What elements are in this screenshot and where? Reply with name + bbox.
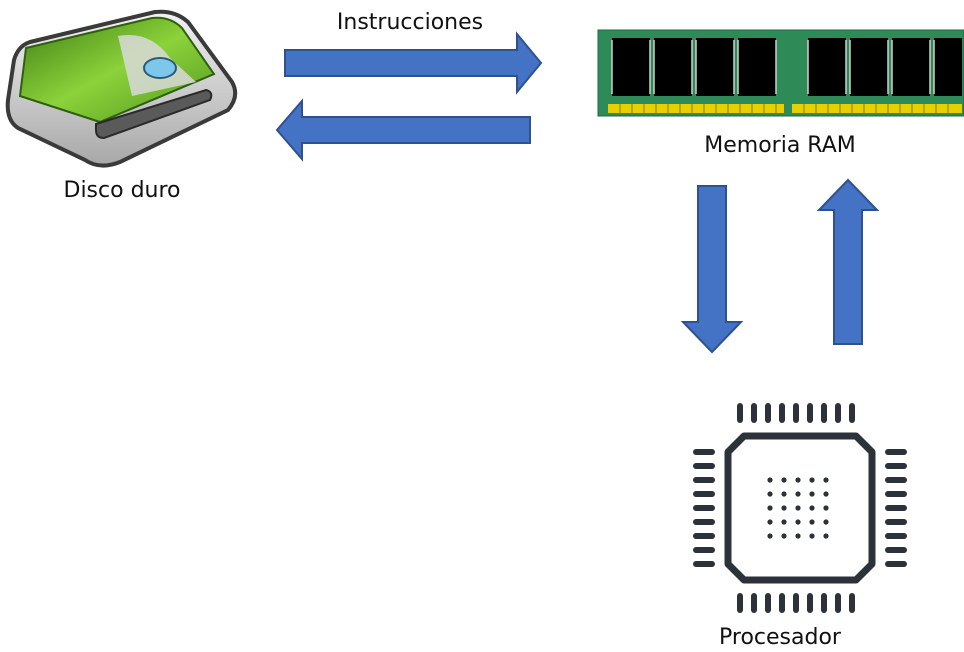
core-dot <box>767 491 773 497</box>
core-dot <box>781 533 787 539</box>
core-dot <box>809 477 815 483</box>
core-dot <box>767 477 773 483</box>
arrow-ram-to-cpu <box>680 185 744 354</box>
core-dot <box>781 477 787 483</box>
hard-disk-icon <box>5 9 238 168</box>
core-dot <box>767 505 773 511</box>
arrow-disk-to-ram <box>284 31 543 95</box>
core-dot <box>795 519 801 525</box>
ram-label: Memoria RAM <box>704 133 856 158</box>
hard-disk-label: Disco duro <box>63 178 181 203</box>
processor-core-grid <box>767 477 829 539</box>
core-dot <box>781 505 787 511</box>
core-dot <box>823 519 829 525</box>
core-dot <box>795 477 801 483</box>
core-dot <box>809 491 815 497</box>
core-dot <box>781 519 787 525</box>
arrow-cpu-to-ram <box>816 178 880 345</box>
core-dot <box>823 505 829 511</box>
core-dot <box>795 505 801 511</box>
core-dot <box>809 533 815 539</box>
core-dot <box>809 519 815 525</box>
core-dot <box>781 491 787 497</box>
core-dot <box>823 477 829 483</box>
processor-chip-icon <box>693 403 907 613</box>
core-dot <box>823 491 829 497</box>
ram-module-icon <box>597 29 964 117</box>
processor-label: Procesador <box>719 625 841 650</box>
core-dot <box>795 491 801 497</box>
arrow-label-instructions: Instrucciones <box>336 10 484 35</box>
core-dot <box>767 519 773 525</box>
core-dot <box>823 533 829 539</box>
core-dot <box>767 533 773 539</box>
core-dot <box>795 533 801 539</box>
arrow-ram-to-disk <box>275 98 531 162</box>
core-dot <box>809 505 815 511</box>
